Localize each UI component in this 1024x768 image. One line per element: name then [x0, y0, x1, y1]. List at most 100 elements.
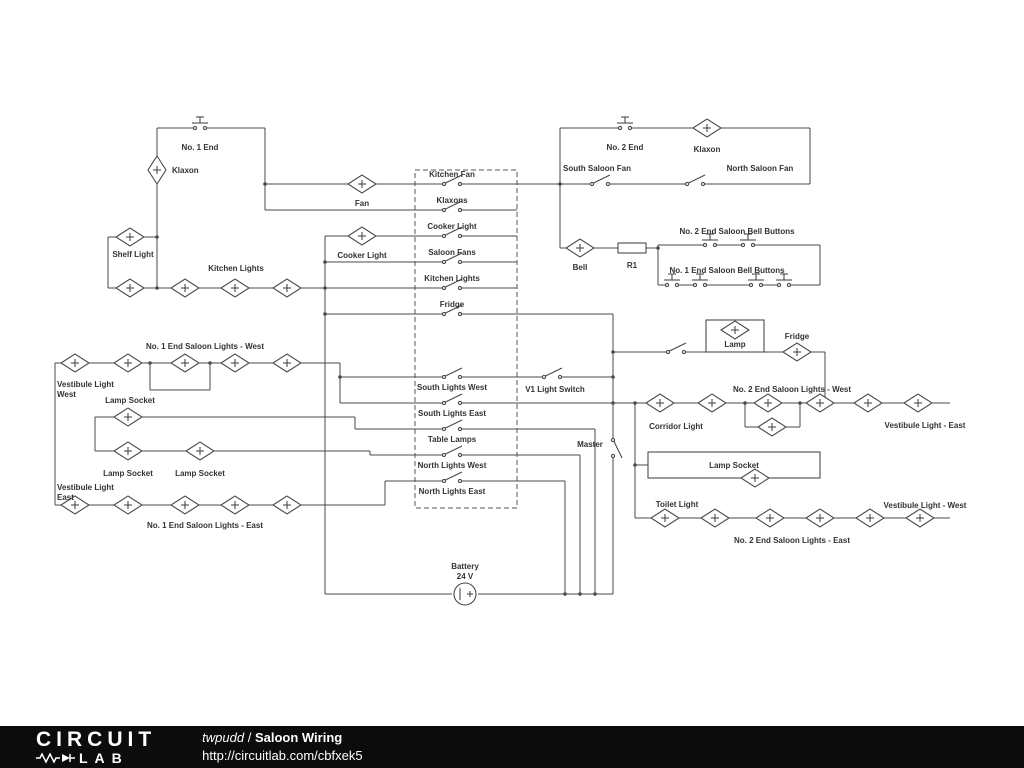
lamp-no2-west-2	[697, 393, 727, 413]
label-toilet-light: Toilet Light	[656, 500, 699, 509]
label-vestibule-west-line2: West	[57, 390, 76, 399]
resistor-r1	[617, 242, 647, 254]
lamp-kitchen-3	[220, 278, 250, 298]
label-shelf-light: Shelf Light	[112, 250, 154, 259]
lamp-no1-east-5	[272, 495, 302, 515]
schematic-canvas: No. 1 End Klaxon No. 2 End Klaxon South …	[54, 116, 967, 606]
lamp-kitchen-2	[170, 278, 200, 298]
switch-north-lights-west	[441, 445, 463, 458]
schematic-url-link[interactable]: http://circuitlab.com/cbfxek5	[202, 748, 363, 763]
label-kitchen-lights-row: Kitchen Lights	[208, 264, 264, 273]
label-sw-north-lights-east: North Lights East	[419, 487, 486, 496]
logo-text-lab: LAB	[79, 750, 129, 766]
lamp-no2-west-4	[805, 393, 835, 413]
lamp-corridor-light	[645, 393, 675, 413]
resistor-diode-icon	[36, 752, 75, 764]
label-no1-bell-buttons: No. 1 End Saloon Bell Buttons	[669, 266, 785, 275]
label-lamp-socket-right: Lamp Socket	[709, 461, 759, 470]
schematic-meta: twpudd / Saloon Wiring http://circuitlab…	[202, 729, 362, 765]
lamp-cooker-light	[347, 226, 377, 246]
lamp-no1-west-3	[170, 353, 200, 373]
label-corridor-light: Corridor Light	[649, 422, 703, 431]
lamp-no1-west-4	[220, 353, 250, 373]
switch-north-lights-east	[441, 471, 463, 484]
label-klaxon-right: Klaxon	[694, 145, 721, 154]
lamp-fan	[347, 174, 377, 194]
lamp-vestibule-west	[60, 353, 90, 373]
lamp-boxed	[720, 320, 750, 340]
switches	[441, 174, 706, 484]
lamp-toilet-light	[650, 508, 680, 528]
label-fan: Fan	[355, 199, 369, 208]
circuitlab-logo[interactable]: CIRCUIT LAB	[36, 729, 156, 765]
label-cooker-light-lamp: Cooker Light	[337, 251, 387, 260]
label-fridge: Fridge	[785, 332, 810, 341]
footer-bar: CIRCUIT LAB twpudd / Saloon Wiring http:…	[0, 726, 1024, 768]
switch-table-lamps	[441, 419, 463, 432]
switch-south-saloon-fan	[589, 174, 611, 187]
label-battery: Battery	[451, 562, 479, 571]
label-no2-lights-west: No. 2 End Saloon Lights - West	[733, 385, 851, 394]
lamp-kitchen-4	[272, 278, 302, 298]
label-sw-saloon-fans: Saloon Fans	[428, 248, 476, 257]
label-sw-table-lamps: Table Lamps	[428, 435, 477, 444]
pushbutton-no1-bell-2	[691, 273, 709, 288]
lamp-socket-right	[740, 468, 770, 488]
switch-v1-light	[541, 367, 563, 380]
lamp-no2-east-4	[805, 508, 835, 528]
lamp-no1-west-2	[113, 353, 143, 373]
label-no2-bell-buttons: No. 2 End Saloon Bell Buttons	[679, 227, 795, 236]
label-v1-light-switch: V1 Light Switch	[525, 385, 585, 394]
label-sw-north-lights-west: North Lights West	[418, 461, 487, 470]
battery-symbol	[453, 582, 477, 606]
pushbutton-no2-end	[616, 116, 634, 131]
title-separator: /	[244, 729, 255, 745]
label-vestibule-east-line1: Vestibule Light	[57, 483, 114, 492]
switch-master	[610, 437, 623, 459]
lamp-shelf-light	[115, 227, 145, 247]
label-lamp-socket-c: Lamp Socket	[175, 469, 225, 478]
lamp-bell	[565, 238, 595, 258]
logo-text-circuit: CIRCUIT	[36, 728, 157, 751]
lamp-no1-east-3	[170, 495, 200, 515]
lamp-vestibule-light-east	[903, 393, 933, 413]
lamp-fridge	[782, 342, 812, 362]
lamp-socket-2	[113, 441, 143, 461]
pushbutton-no1-bell-4	[775, 273, 793, 288]
switch-panel-dashed-box	[414, 169, 518, 509]
lamp-no1-west-5	[272, 353, 302, 373]
label-south-saloon-fan: South Saloon Fan	[563, 164, 631, 173]
switch-fridge-lamp	[665, 342, 687, 355]
label-r1: R1	[627, 261, 638, 270]
label-vestibule-light-east: Vestibule Light - East	[885, 421, 966, 430]
lamp-enclosure-box	[705, 319, 765, 353]
lamp-no1-east-2	[113, 495, 143, 515]
lamp-no2-west-3	[753, 393, 783, 413]
lamp-no2-east-5	[855, 508, 885, 528]
label-battery-voltage: 24 V	[457, 572, 474, 581]
switch-south-lights-east	[441, 393, 463, 406]
lamp-klaxon-right	[692, 118, 722, 138]
lamp-socket-enclosure-box	[647, 451, 821, 479]
label-lamp-socket-b: Lamp Socket	[103, 469, 153, 478]
label-sw-fridge: Fridge	[440, 300, 465, 309]
label-north-saloon-fan: North Saloon Fan	[727, 164, 794, 173]
switch-south-lights-west	[441, 367, 463, 380]
label-lamp: Lamp	[724, 340, 745, 349]
lamp-socket-3	[185, 441, 215, 461]
pushbutton-no1-bell-3	[747, 273, 765, 288]
wires	[54, 127, 950, 595]
label-sw-klaxons: Klaxons	[436, 196, 468, 205]
lamp-socket-1	[113, 407, 143, 427]
switch-north-saloon-fan	[684, 174, 706, 187]
label-klaxon-left: Klaxon	[172, 166, 199, 175]
lamp-no2-east-2	[700, 508, 730, 528]
pushbutton-no1-bell-1	[663, 273, 681, 288]
label-bell: Bell	[573, 263, 588, 272]
lamps	[60, 118, 935, 528]
label-no1-lights-east: No. 1 End Saloon Lights - East	[147, 521, 263, 530]
label-lamp-socket-a: Lamp Socket	[105, 396, 155, 405]
lamp-no1-east-4	[220, 495, 250, 515]
author-name[interactable]: twpudd	[202, 729, 245, 745]
